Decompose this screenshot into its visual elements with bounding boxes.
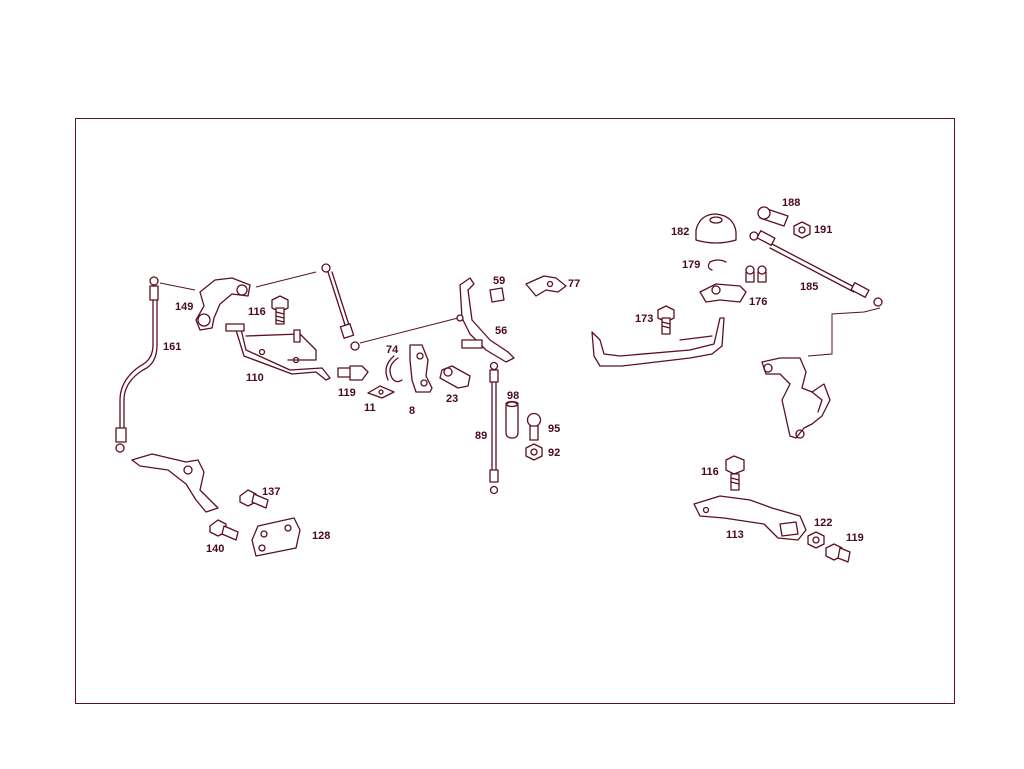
pad-59 (489, 287, 505, 303)
callout-185: 185 (800, 281, 818, 293)
lever-149 (159, 277, 251, 331)
callout-110: 110 (246, 372, 264, 384)
callout-89: 89 (475, 430, 487, 442)
callout-137: 137 (262, 486, 280, 498)
nut-92 (525, 443, 543, 461)
bolt-137 (239, 489, 269, 509)
bracket-lower-left (131, 453, 219, 513)
bolt-140 (209, 519, 239, 541)
callout-8: 8 (409, 405, 415, 417)
bracket-56 (456, 277, 515, 363)
ball-stud-95 (526, 412, 542, 441)
diagram-frame (75, 118, 955, 704)
bracket-long (591, 317, 725, 367)
lever-176 (699, 265, 767, 303)
callout-119b: 119 (846, 532, 864, 544)
rod-link (255, 263, 459, 351)
nut-191 (793, 221, 811, 239)
callout-56: 56 (495, 325, 507, 337)
sleeve-98 (505, 400, 519, 439)
nut-122 (807, 531, 825, 549)
callout-98: 98 (507, 390, 519, 402)
clip-74 (385, 355, 403, 383)
rod-89 (489, 361, 499, 495)
callout-140: 140 (206, 543, 224, 555)
callout-95: 95 (548, 423, 560, 435)
pin-188 (757, 206, 789, 227)
callout-23: 23 (446, 393, 458, 405)
callout-116b: 116 (701, 466, 719, 478)
callout-92: 92 (548, 447, 560, 459)
bolt-116-lower (725, 455, 745, 491)
callout-128: 128 (312, 530, 330, 542)
callout-77: 77 (568, 278, 580, 290)
callout-119a: 119 (338, 387, 356, 399)
callout-59: 59 (493, 275, 505, 287)
callout-173: 173 (635, 313, 653, 325)
callout-179: 179 (682, 259, 700, 271)
circlip-179 (707, 259, 727, 271)
clip-11 (367, 385, 395, 399)
callout-113: 113 (726, 529, 744, 541)
callout-191: 191 (814, 224, 832, 236)
callout-74: 74 (386, 344, 399, 356)
bolt-173 (657, 305, 675, 335)
bracket-110 (225, 323, 331, 381)
cable-161 (115, 276, 159, 453)
bolt-119-right (825, 543, 851, 563)
rod-185 (749, 230, 883, 307)
bolt-116-upper (271, 295, 289, 325)
bolt-119-left (337, 365, 369, 381)
bushing-182 (695, 213, 737, 244)
callout-116a: 116 (248, 306, 266, 318)
clip-77 (525, 275, 567, 297)
callout-11: 11 (364, 402, 376, 414)
callout-161: 161 (163, 341, 181, 353)
shift-assembly (761, 307, 881, 439)
callout-149: 149 (175, 301, 193, 313)
callout-122: 122 (814, 517, 832, 529)
lever-8 (409, 344, 433, 393)
callout-176: 176 (749, 296, 767, 308)
plate-128 (251, 517, 301, 557)
callout-182: 182 (671, 226, 689, 238)
bracket-113 (693, 495, 807, 541)
callout-188: 188 (782, 197, 800, 209)
bolt-23 (439, 365, 471, 389)
